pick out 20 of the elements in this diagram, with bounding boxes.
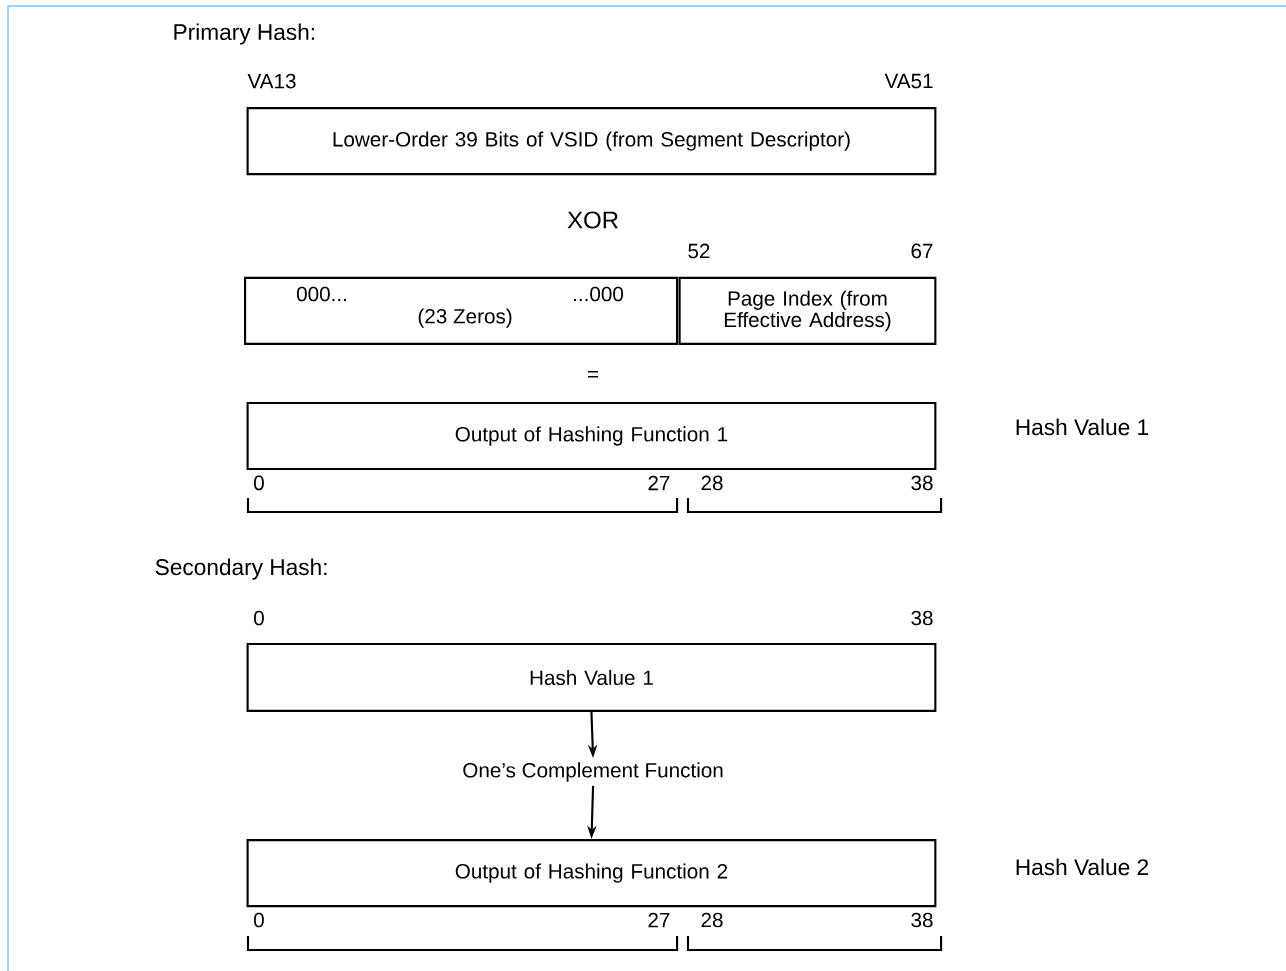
bit-label: = (588, 371, 599, 378)
field-box: Output of Hashing Function 2 (246, 839, 937, 908)
side-label: Hash Value 2 (1016, 858, 1149, 876)
bit-label: Secondary Hash: (155, 558, 327, 580)
field-text: (23 Zeros) (418, 308, 512, 328)
side-label: Hash Value 1 (1016, 418, 1149, 436)
bit-label: VA13 (247, 73, 296, 89)
field-text: ...000 (574, 286, 624, 302)
field-box (244, 276, 679, 346)
bit-label: 52 (688, 243, 710, 259)
field-box: Output of Hashing Function 1 (246, 401, 937, 471)
field-box: Lower-Order 39 Bits of VSID (from Segment Descriptor) (246, 107, 937, 176)
bit-label: XOR (567, 211, 618, 229)
field-text: 000... (296, 286, 346, 302)
field-box: Hash Value 1 (246, 642, 937, 713)
bit-label: Primary Hash: (174, 23, 314, 45)
function-label: One’s Complement Function (463, 762, 723, 782)
field-box: Page Index (from Effective Address) (678, 276, 937, 346)
bit-label: 67 (911, 243, 933, 259)
bit-label: VA51 (884, 73, 933, 89)
